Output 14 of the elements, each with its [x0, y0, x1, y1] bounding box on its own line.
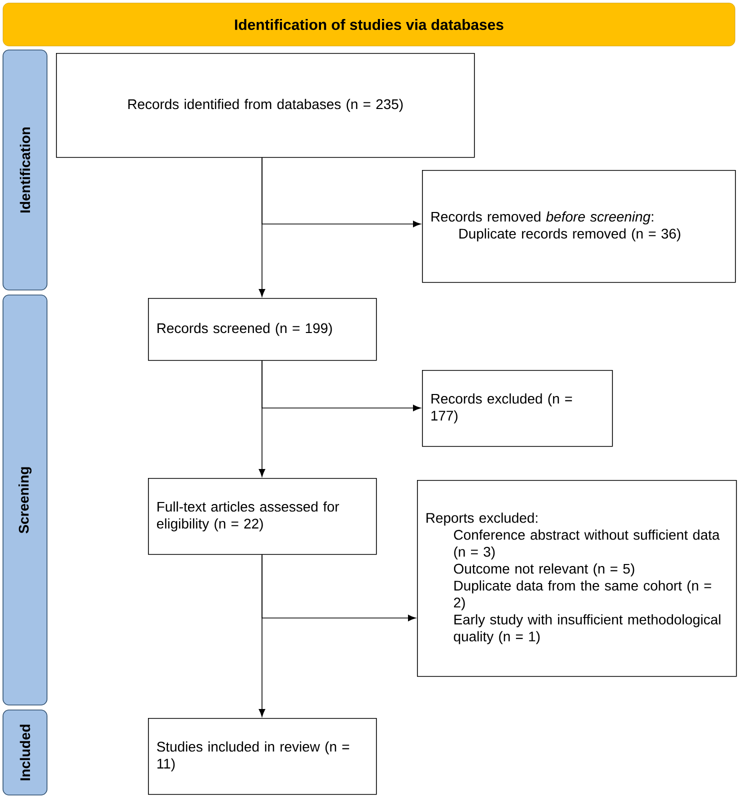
section-header: Identification of studies via databases: [2, 2, 736, 46]
process-box: Records excluded (n = 177): [422, 370, 613, 447]
process-box: Records removed before screening: Duplicate records removed (n = 36): [422, 170, 736, 283]
stage-band: Screening: [2, 294, 48, 706]
arrow: [262, 554, 416, 622]
process-box: Reports excluded: Conference abstract without sufficient data (n = 3) Outcome not relevant (n = 5) Duplicate data from the same cohort (n = 2) Early study with insufficient methodological quality (n = 1): [417, 480, 737, 677]
stage-band: Included: [2, 710, 48, 796]
process-box: Full-text articles assessed for eligibility (n = 22): [148, 478, 377, 555]
process-box: Records screened (n = 199): [148, 298, 377, 361]
arrow: [262, 360, 421, 412]
stage-band: Identification: [2, 50, 48, 290]
process-box: Records identified from databases (n = 235): [56, 53, 475, 158]
process-box: Studies included in review (n = 11): [148, 718, 377, 795]
arrow: [262, 157, 421, 228]
